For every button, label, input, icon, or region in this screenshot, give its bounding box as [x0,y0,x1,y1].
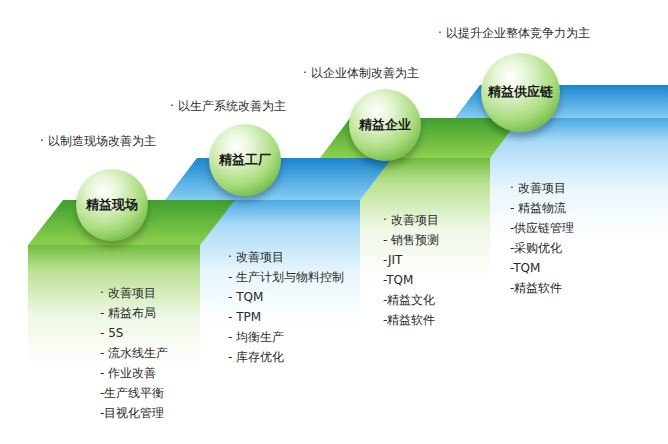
list-item: -生产线平衡 [100,383,168,403]
list-item: - 5S [100,323,168,343]
stage-name: 精益企业 [359,116,411,134]
list-heading: · 改善项目 [383,210,439,230]
list-item: - 生产计划与物料控制 [228,267,344,287]
stage-sphere: 精益企业 [349,89,421,161]
stage-step: · 改善项目- 精益物流-供应链管理-采购优化-TQM-精益软件 精益供应链 [455,50,650,310]
list-item: - 作业改善 [100,363,168,383]
step-one-shape [28,200,235,444]
list-item: -TQM [510,258,574,278]
list-heading: · 改善项目 [100,283,168,303]
improvement-list: · 改善项目- 精益布局- 5S- 流水线生产- 作业改善-生产线平衡-目视化管… [100,283,168,423]
stage-sphere: 精益工厂 [209,124,281,196]
list-item: - TQM [228,287,344,307]
list-item: - TPM [228,307,344,327]
list-item: -JIT [383,250,439,270]
stage-step: · 改善项目- 销售预测-JIT-TQM-精益文化-精益软件 精益企业 [320,85,495,335]
focus-note: · 以制造现场改善为主 [40,133,156,149]
list-item: - 精益物流 [510,198,574,218]
list-item: -采购优化 [510,238,574,258]
list-item: -供应链管理 [510,218,574,238]
list-item: -精益软件 [510,278,574,298]
list-item: - 流水线生产 [100,343,168,363]
list-item: -精益文化 [383,290,439,310]
improvement-list: · 改善项目- 精益物流-供应链管理-采购优化-TQM-精益软件 [510,178,574,298]
focus-note: · 以生产系统改善为主 [170,98,286,114]
stage-step: · 改善项目- 精益布局- 5S- 流水线生产- 作业改善-生产线平衡-目视化管… [28,160,228,430]
list-heading: · 改善项目 [228,247,344,267]
list-item: - 精益布局 [100,303,168,323]
improvement-list: · 改善项目- 销售预测-JIT-TQM-精益文化-精益软件 [383,210,439,330]
list-item: - 销售预测 [383,230,439,250]
focus-note: · 以提升企业整体竞争力为主 [438,25,590,41]
list-item: - 均衡生产 [228,327,344,347]
stage-sphere: 精益供应链 [481,53,560,132]
step-face [28,245,200,444]
stage-name: 精益现场 [86,196,138,214]
list-item: -TQM [383,270,439,290]
list-item: - 库存优化 [228,347,344,367]
stage-name: 精益工厂 [219,151,271,169]
stage-name: 精益供应链 [488,83,553,101]
stage-step: · 改善项目- 生产计划与物料控制- TQM- TPM- 均衡生产- 库存优化 精… [165,115,365,380]
improvement-list: · 改善项目- 生产计划与物料控制- TQM- TPM- 均衡生产- 库存优化 [228,247,344,367]
focus-note: · 以企业体制改善为主 [303,65,419,81]
list-heading: · 改善项目 [510,178,574,198]
list-item: -精益软件 [383,310,439,330]
stage-sphere: 精益现场 [76,169,148,241]
list-item: -目视化管理 [100,403,168,423]
